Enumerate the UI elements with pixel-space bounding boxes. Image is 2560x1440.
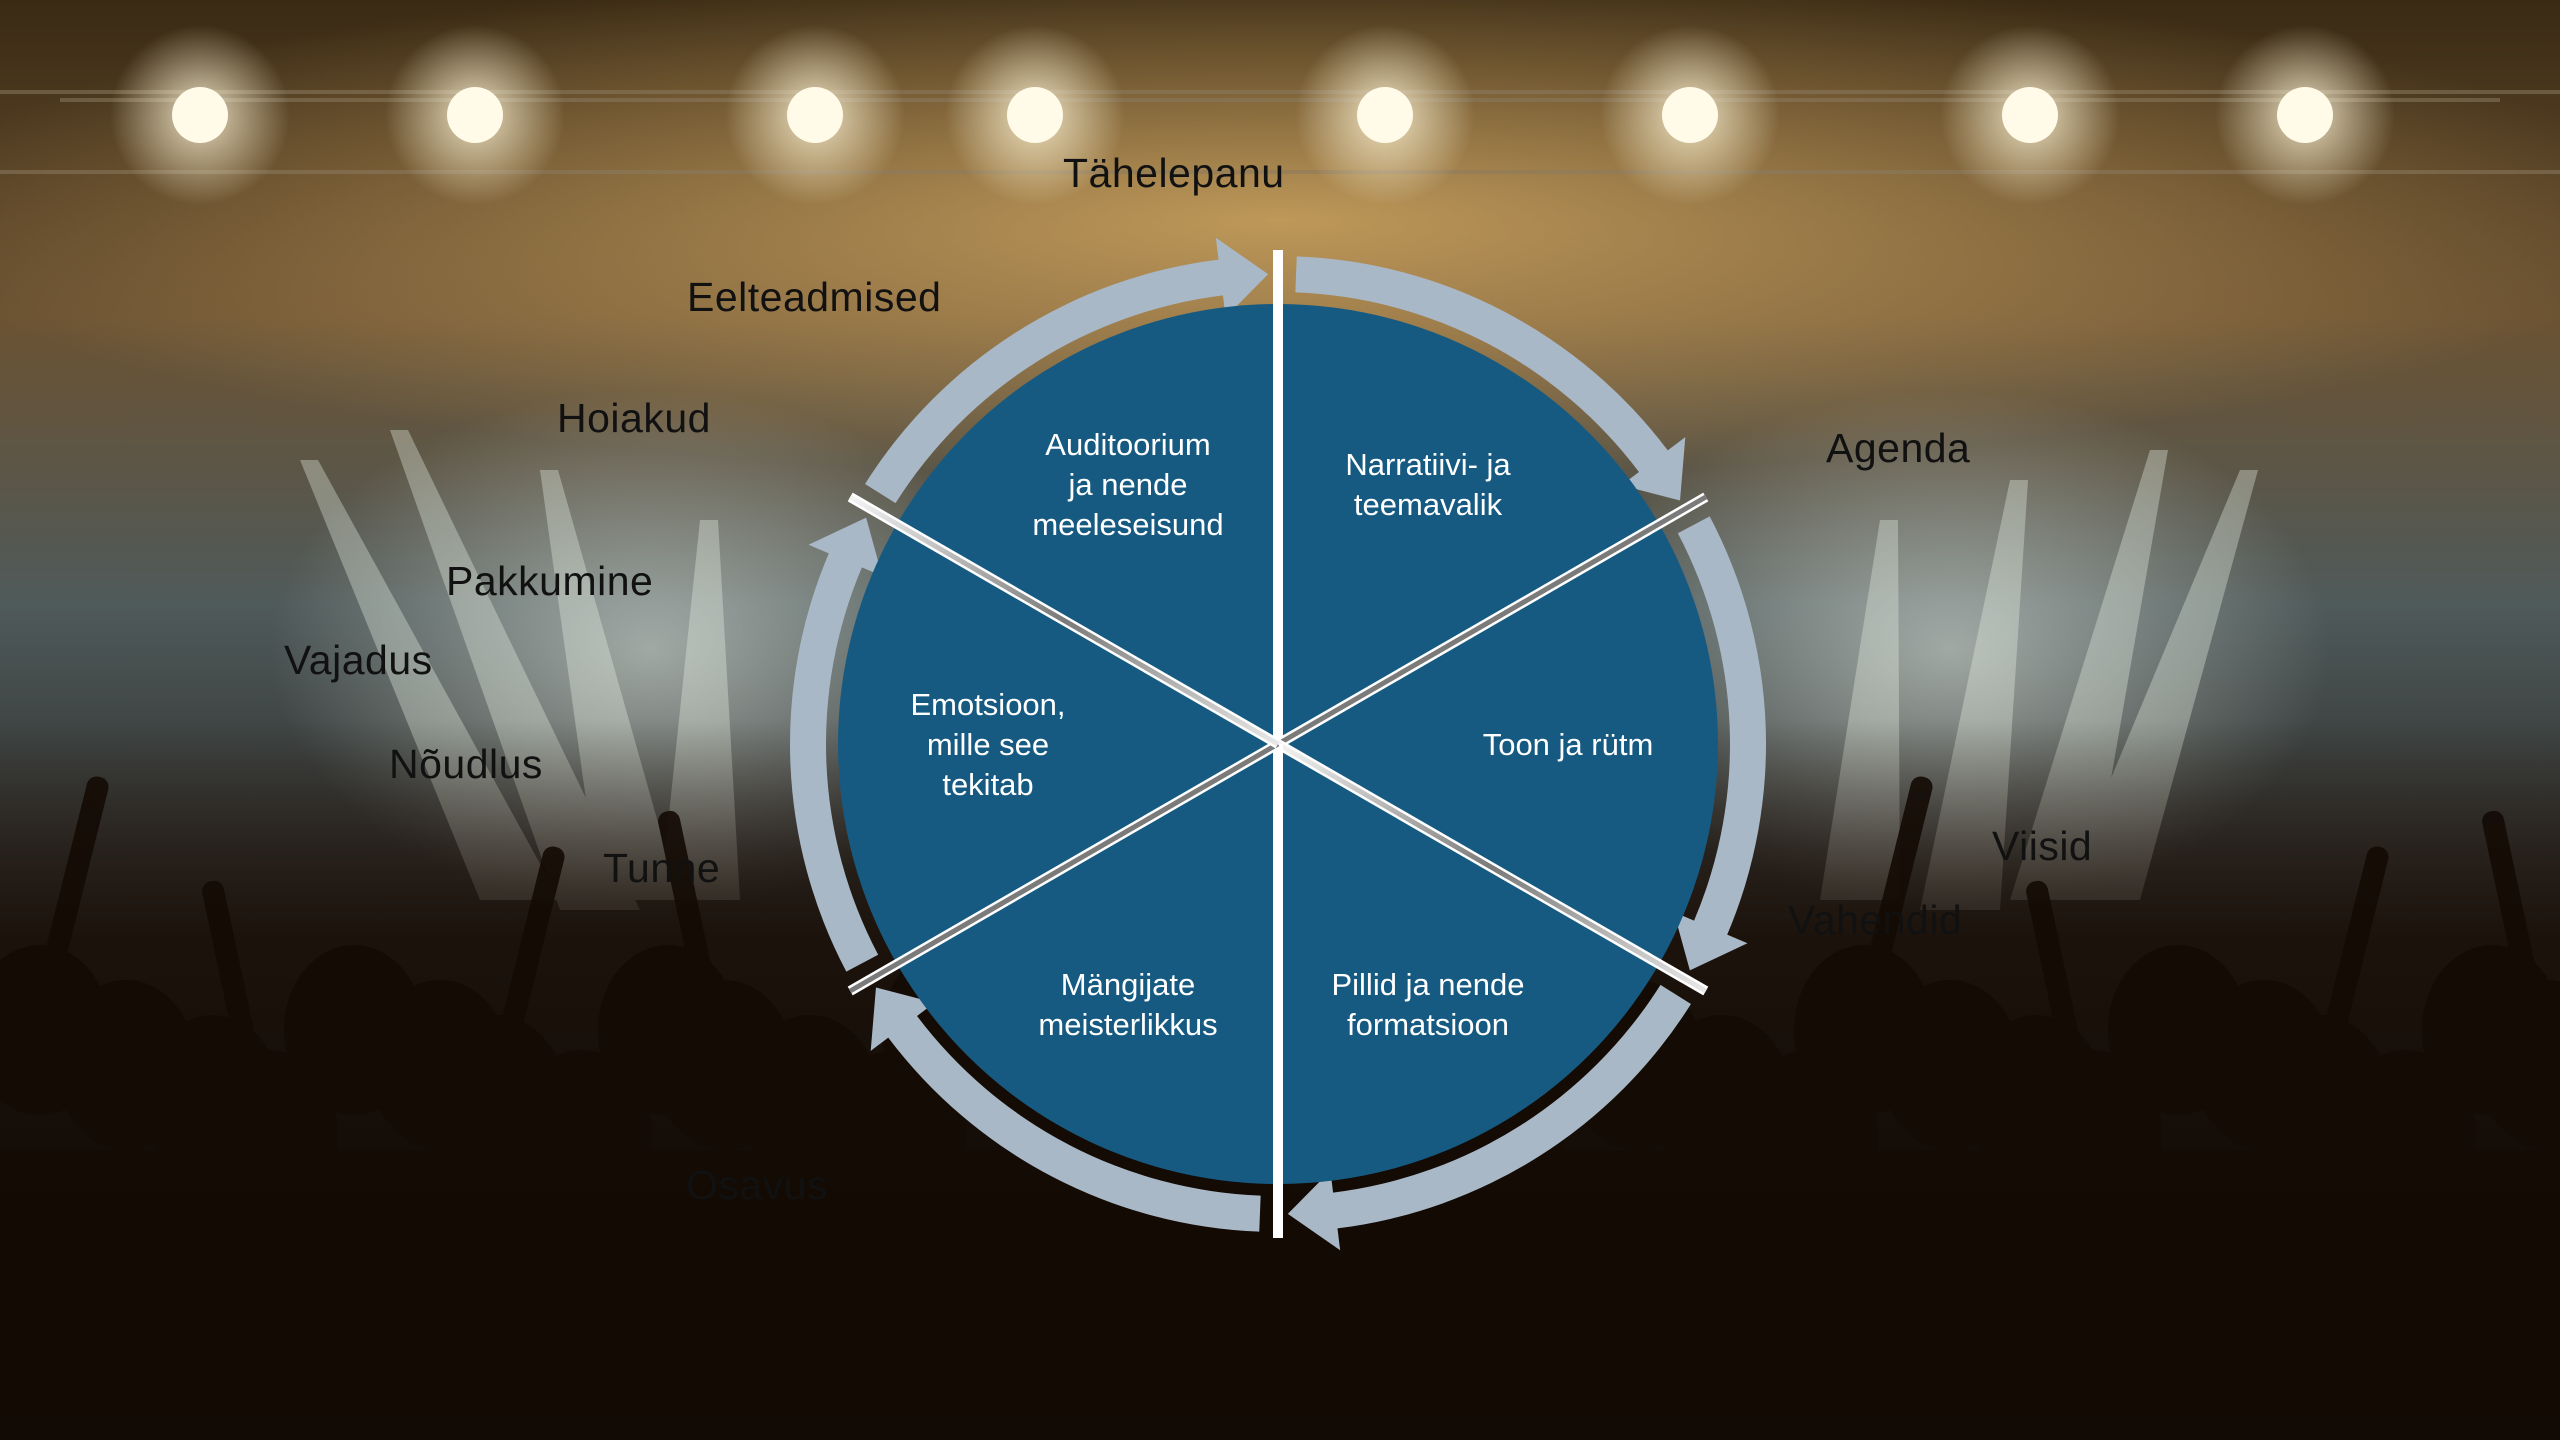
ring-arrow-1 bbox=[1673, 516, 1766, 971]
segment-audience bbox=[896, 304, 1278, 744]
divider-shine-1 bbox=[1276, 494, 1708, 747]
ring-arrow-0 bbox=[1295, 256, 1686, 501]
segment-emotion bbox=[838, 524, 1278, 964]
keyword-noudlus: Nõudlus bbox=[389, 741, 543, 787]
segment-dividers bbox=[847, 250, 1709, 1238]
divider-shine-4 bbox=[848, 741, 1280, 994]
segment-label-mastery-line-0: Mängijate bbox=[1061, 967, 1195, 1002]
keyword-hoiakud: Hoiakud bbox=[557, 395, 711, 441]
segment-label-audience-line-2: meeleseisund bbox=[1032, 507, 1223, 542]
keyword-vajadus: Vajadus bbox=[284, 637, 433, 683]
segment-label-instruments-line-0: Pillid ja nende bbox=[1331, 967, 1524, 1002]
segment-label-tone-line-0: Toon ja rütm bbox=[1483, 727, 1654, 762]
segment-label-instruments-line-1: formatsioon bbox=[1347, 1007, 1509, 1042]
keyword-tahelepanu: Tähelepanu bbox=[1063, 150, 1285, 196]
keyword-eelteadmised: Eelteadmised bbox=[687, 274, 942, 320]
ring-arrow-3 bbox=[870, 987, 1261, 1232]
keyword-viisid: Viisid bbox=[1992, 823, 2093, 869]
segment-narrative bbox=[1278, 304, 1660, 744]
keyword-pakkumine: Pakkumine bbox=[446, 558, 654, 604]
keyword-tunne: Tunne bbox=[603, 845, 721, 891]
segment-label-emotion-line-2: tekitab bbox=[942, 767, 1033, 802]
ring-arrow-4 bbox=[790, 517, 883, 972]
segment-label-emotion-line-0: Emotsioon, bbox=[910, 687, 1065, 722]
segment-label-audience-line-1: ja nende bbox=[1068, 467, 1188, 502]
segment-label-narrative-line-1: teemavalik bbox=[1354, 487, 1503, 522]
segment-label-audience-line-0: Auditoorium bbox=[1045, 427, 1210, 462]
ring-arrow-5 bbox=[865, 237, 1269, 504]
keyword-vahendid: Vahendid bbox=[1788, 897, 1963, 943]
segment-label-mastery-line-1: meisterlikkus bbox=[1038, 1007, 1217, 1042]
segment-label-emotion-line-1: mille see bbox=[927, 727, 1049, 762]
segment-instruments bbox=[1278, 744, 1660, 1184]
keyword-agenda: Agenda bbox=[1826, 425, 1971, 471]
ring-arrow-2 bbox=[1287, 984, 1691, 1251]
keyword-osavus: Osavus bbox=[686, 1162, 828, 1208]
divider-shine-2 bbox=[1276, 741, 1708, 994]
cycle-ring-arrows bbox=[790, 237, 1766, 1251]
divider-shine-5 bbox=[848, 494, 1280, 747]
segment-label-narrative-line-0: Narratiivi- ja bbox=[1345, 447, 1511, 482]
segment-tone bbox=[1278, 524, 1718, 964]
cycle-segments bbox=[838, 304, 1718, 1184]
segment-mastery bbox=[896, 744, 1278, 1184]
